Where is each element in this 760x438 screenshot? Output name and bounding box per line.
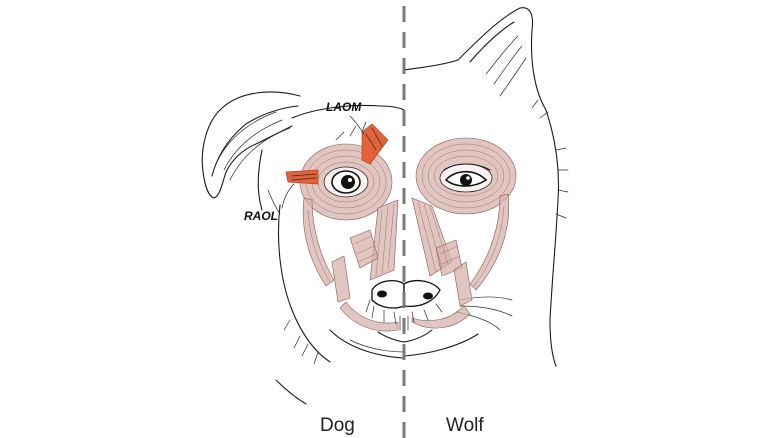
wolf-nose bbox=[403, 279, 441, 308]
laom-label: LAOM bbox=[326, 100, 362, 114]
muscle-fibre-hatching bbox=[307, 201, 505, 287]
dog-outline bbox=[201, 91, 404, 405]
nose-and-mouth bbox=[365, 279, 443, 343]
wolf-zygomaticus bbox=[453, 261, 473, 307]
highlighted-muscles bbox=[285, 123, 389, 185]
raol-leader-line bbox=[281, 183, 295, 209]
wolf-buccinator bbox=[411, 305, 471, 329]
eyes bbox=[331, 163, 491, 194]
dog-nose bbox=[371, 279, 405, 309]
dog-cheek-muscle-outer bbox=[302, 197, 335, 287]
raol-muscle bbox=[285, 169, 319, 185]
dog-caninus bbox=[349, 229, 379, 269]
raol-label: RAOL bbox=[244, 209, 278, 223]
laom-leader-line bbox=[349, 115, 365, 135]
wolf-eye bbox=[443, 163, 491, 187]
wolf-side-label: Wolf bbox=[446, 415, 484, 436]
laom-muscle bbox=[361, 123, 389, 165]
annotations: LAOM RAOL bbox=[244, 100, 365, 223]
dog-buccinator bbox=[339, 301, 399, 332]
dog-zygomaticus bbox=[331, 255, 351, 303]
wolf-cheek-muscle-outer bbox=[469, 193, 509, 291]
dog-side-label: Dog bbox=[320, 415, 355, 436]
dog-eye bbox=[331, 170, 361, 194]
